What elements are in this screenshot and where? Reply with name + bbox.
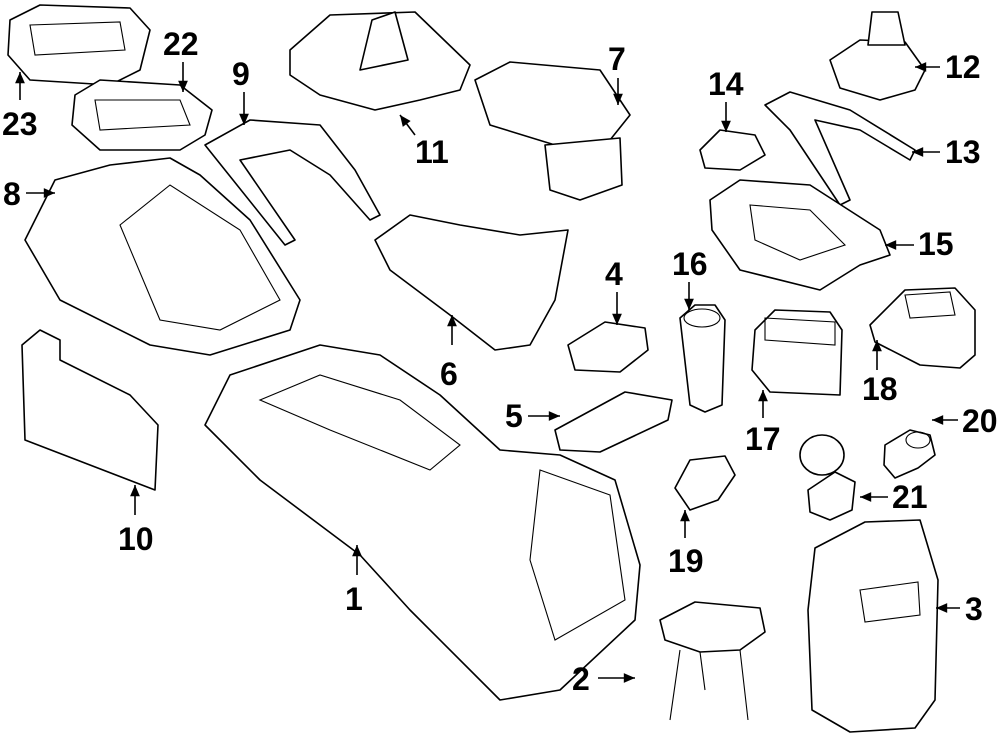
part-23-bezel <box>7 4 151 86</box>
callout-arrow-icon <box>872 340 882 352</box>
callout-arrow-icon <box>758 390 768 402</box>
callout-number: 11 <box>415 134 449 170</box>
callout-number: 12 <box>945 49 981 85</box>
callout-number: 1 <box>345 581 363 617</box>
part-17-switch-assembly <box>751 309 843 396</box>
callout-7: 7 <box>608 41 626 105</box>
callout-8: 8 <box>3 176 55 212</box>
callout-21: 21 <box>860 479 928 515</box>
callout-arrow-icon <box>613 93 623 105</box>
callout-number: 9 <box>232 56 250 92</box>
callout-arrow-icon <box>915 62 927 72</box>
callout-arrow-icon <box>43 188 55 198</box>
callout-15: 15 <box>885 226 954 262</box>
callout-6: 6 <box>440 315 458 392</box>
callout-arrow-icon <box>130 485 140 497</box>
callout-arrow-icon <box>623 673 635 683</box>
callout-number: 6 <box>440 356 458 392</box>
part-11-shift-bezel <box>289 11 471 111</box>
callout-arrow-icon <box>612 313 622 325</box>
callout-arrow-icon <box>15 72 25 84</box>
callout-arrow-icon <box>721 120 731 132</box>
callout-10: 10 <box>118 485 154 557</box>
callout-number: 8 <box>3 176 21 212</box>
callout-12: 12 <box>915 49 981 85</box>
part-5-mat <box>554 391 673 453</box>
callout-13: 13 <box>912 134 981 170</box>
callout-arrow-icon <box>860 492 872 502</box>
callout-2: 2 <box>572 661 635 697</box>
callout-number: 7 <box>608 41 626 77</box>
callout-18: 18 <box>862 340 898 407</box>
part-21-power-outlet <box>799 434 856 521</box>
callout-number: 22 <box>163 26 199 62</box>
callout-9: 9 <box>232 56 250 125</box>
callout-20: 20 <box>932 403 998 439</box>
part-2-bracket <box>659 601 766 721</box>
part-8-lower-panel <box>24 157 301 356</box>
callout-number: 21 <box>892 479 928 515</box>
callout-number: 19 <box>668 543 704 579</box>
part-16-cup-holder <box>679 304 726 413</box>
callout-arrow-icon <box>932 415 944 425</box>
callout-number: 16 <box>672 246 708 282</box>
part-6-shift-base <box>374 214 569 351</box>
part-4-switch <box>567 321 649 373</box>
callout-arrow-icon <box>936 603 948 613</box>
callout-number: 5 <box>505 398 523 434</box>
callout-arrow-icon <box>548 411 560 421</box>
callout-number: 3 <box>965 591 983 627</box>
callout-14: 14 <box>708 66 744 132</box>
part-3-rear-panel <box>807 519 939 733</box>
callout-arrow-icon <box>239 113 249 125</box>
callout-arrow-icon <box>684 298 694 310</box>
callout-number: 13 <box>945 134 981 170</box>
callout-number: 14 <box>708 66 744 102</box>
callout-number: 15 <box>918 226 954 262</box>
part-9-finish-panel <box>204 119 381 246</box>
part-10-side-cover <box>21 329 159 491</box>
callout-number: 10 <box>118 521 154 557</box>
part-20-socket <box>883 429 936 479</box>
part-18-switch-block <box>869 287 976 369</box>
callout-16: 16 <box>672 246 708 310</box>
callout-1: 1 <box>345 545 363 617</box>
callout-arrow-icon <box>352 545 362 557</box>
callout-17: 17 <box>745 390 781 457</box>
part-22-switch-panel <box>71 79 213 151</box>
callout-23: 23 <box>2 72 38 142</box>
callout-4: 4 <box>605 256 623 325</box>
part-12-shift-boot <box>829 11 926 101</box>
callout-3: 3 <box>936 591 983 627</box>
callout-19: 19 <box>668 510 704 579</box>
part-1-console-body <box>204 344 641 701</box>
part-13-trim-strip <box>764 91 916 206</box>
callout-number: 18 <box>862 371 898 407</box>
callout-number: 2 <box>572 661 590 697</box>
part-14-clip <box>699 129 766 171</box>
callout-arrow-icon <box>447 315 457 327</box>
callout-number: 4 <box>605 256 623 292</box>
callout-number: 20 <box>962 403 998 439</box>
callout-number: 23 <box>2 106 38 142</box>
callout-arrow-icon <box>885 240 897 250</box>
callout-arrow-icon <box>680 510 690 522</box>
callout-number: 17 <box>745 421 781 457</box>
callout-5: 5 <box>505 398 560 434</box>
callout-arrow-icon <box>178 80 188 92</box>
callout-arrow-icon <box>400 115 411 127</box>
callout-11: 11 <box>399 114 449 170</box>
part-7-armrest <box>474 61 631 201</box>
callout-arrow-icon <box>912 147 924 157</box>
part-15-shift-panel <box>709 179 891 291</box>
callout-22: 22 <box>163 26 199 92</box>
part-19-switch <box>674 455 736 511</box>
